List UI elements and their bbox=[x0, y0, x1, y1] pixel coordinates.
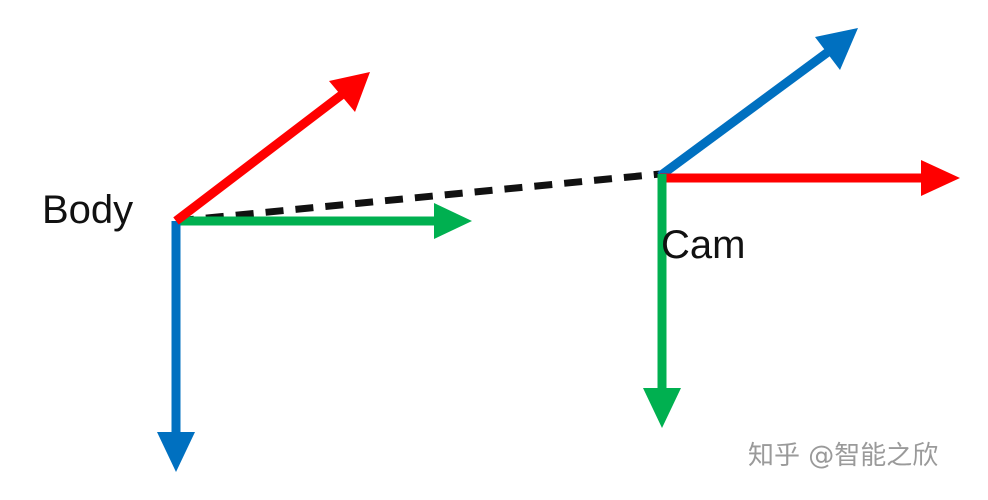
frame-link-dashed-line bbox=[175, 170, 661, 225]
cam-blue-axis-arrowhead bbox=[815, 28, 858, 70]
body-frame-label: Body bbox=[42, 188, 134, 232]
cam-red-axis-arrowhead bbox=[921, 160, 960, 196]
cam-green-axis-arrowhead bbox=[643, 388, 681, 428]
cam-frame-label: Cam bbox=[661, 223, 746, 267]
body-blue-axis-arrowhead bbox=[157, 432, 195, 472]
cam-frame bbox=[643, 28, 960, 428]
body-green-axis-arrowhead bbox=[434, 203, 472, 239]
watermark-text: 知乎 @智能之欣 bbox=[748, 441, 939, 471]
body-red-axis-arrowhead bbox=[329, 72, 370, 112]
body-frame bbox=[157, 72, 472, 472]
body-red-axis-shaft bbox=[173, 89, 347, 225]
cam-blue-axis-shaft bbox=[657, 48, 831, 180]
